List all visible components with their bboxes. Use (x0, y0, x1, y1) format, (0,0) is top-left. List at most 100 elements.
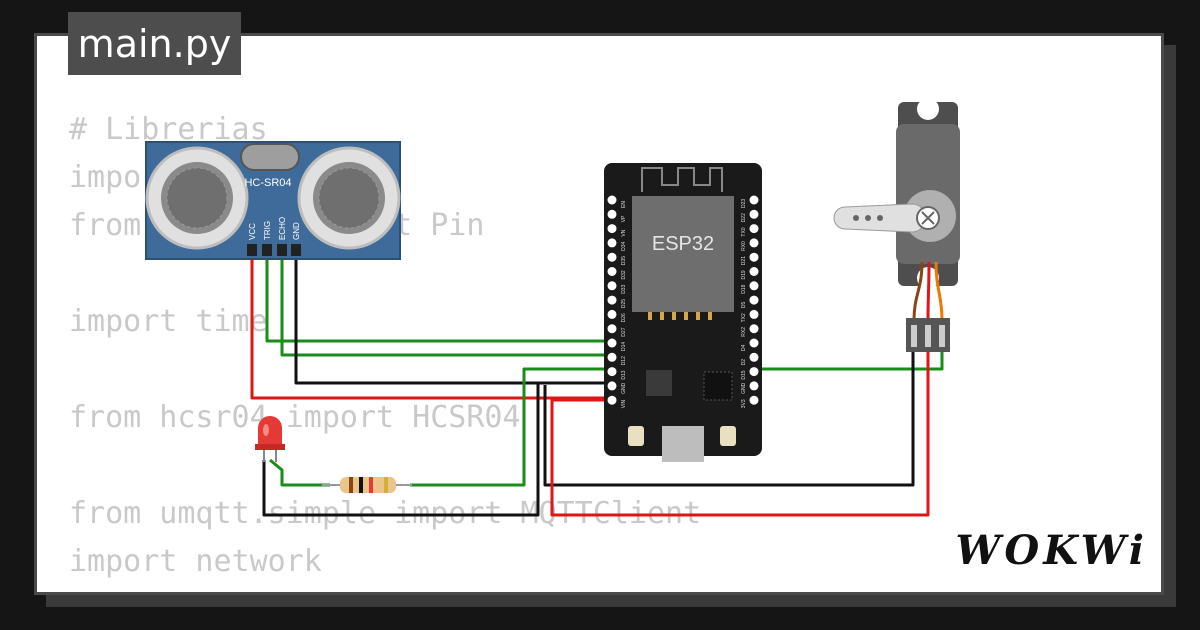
esp32-board[interactable]: ESP32 ENVPVND34D35D32D33D25D26D27D14D12D… (604, 163, 762, 462)
esp32-pin-label: VP (621, 215, 627, 222)
esp32-pin-label: TX2 (741, 313, 747, 322)
esp32-pin-right-rx2[interactable] (749, 324, 759, 334)
esp32-pin-label: D2 (741, 359, 747, 366)
esp32-pin-label: D18 (741, 284, 747, 293)
led[interactable] (255, 416, 285, 462)
esp32-pin-label: D32 (621, 270, 627, 279)
esp32-pin-label: TX0 (741, 227, 747, 236)
esp32-pin-label: RX0 (741, 241, 747, 251)
esp32-pin-label: D12 (621, 356, 627, 365)
button-boot[interactable] (720, 426, 736, 446)
esp32-pin-left-d33[interactable] (607, 281, 617, 291)
esp32-pin-left-d25[interactable] (607, 295, 617, 305)
ultrasonic-sensor[interactable]: HC-SR04 VCC TRIG ECHO GND (145, 141, 401, 260)
esp32-pin-right-gnd[interactable] (749, 381, 759, 391)
file-tab[interactable]: main.py (68, 12, 241, 75)
esp32-pin-right-tx2[interactable] (749, 309, 759, 319)
esp32-pin-label: EN (621, 201, 627, 208)
sensor-pin-label-vcc: VCC (248, 223, 257, 240)
esp32-left-pins: ENVPVND34D35D32D33D25D26D27D14D12D13GNDV… (607, 195, 627, 408)
esp32-pin-right-d2[interactable] (749, 352, 759, 362)
usb-port (662, 426, 704, 462)
esp32-pin-right-d19[interactable] (749, 267, 759, 276)
esp32-right-pins: D23D22TX0RX0D21D19D18D5TX2RX2D4D2D15GND3… (741, 195, 759, 408)
esp32-pin-left-d26[interactable] (607, 309, 617, 319)
esp32-pin-left-vn[interactable] (607, 224, 617, 234)
esp32-pin-left-d13[interactable] (607, 367, 617, 377)
esp32-pin-left-d35[interactable] (607, 252, 617, 262)
esp32-pin-left-d32[interactable] (607, 267, 617, 276)
wire-sensor-gnd[interactable] (294, 255, 612, 385)
esp32-pin-label: D15 (741, 370, 747, 379)
transducer-right (297, 146, 401, 250)
esp32-pin-left-d27[interactable] (607, 324, 617, 334)
esp32-pin-left-vp[interactable] (607, 209, 617, 219)
esp32-pin-label: D4 (741, 344, 747, 351)
esp32-pin-label: D27 (621, 327, 627, 336)
esp32-pin-label: D35 (621, 256, 627, 265)
wokwi-logo: WOKWi (955, 527, 1148, 574)
servo-mount-hole-top (917, 98, 939, 120)
esp32-pin-right-d15[interactable] (749, 367, 759, 377)
esp32-pin-right-d22[interactable] (749, 209, 759, 219)
esp32-pin-left-d34[interactable] (607, 238, 617, 248)
esp32-pin-left-vin[interactable] (607, 395, 617, 405)
esp32-pin-right-d21[interactable] (749, 252, 759, 262)
wire-led-resistor[interactable] (269, 458, 330, 487)
esp32-module (632, 196, 734, 312)
esp32-pin-left-en[interactable] (607, 195, 617, 205)
esp32-pin-right-d5[interactable] (749, 295, 759, 305)
esp32-pin-left-gnd[interactable] (607, 381, 617, 391)
code-line: import time (69, 304, 268, 339)
esp32-pin-left-d14[interactable] (607, 338, 617, 348)
voltage-regulator (646, 370, 672, 396)
esp32-pin-label: D25 (621, 299, 627, 308)
file-tab-label: main.py (77, 21, 232, 66)
esp32-pin-label: D33 (621, 284, 627, 293)
wire-servo-signal[interactable] (756, 350, 944, 371)
esp32-pin-label: D19 (741, 270, 747, 279)
esp32-pin-label: D21 (741, 256, 747, 265)
esp32-pin-right-tx0[interactable] (749, 224, 759, 234)
wires (250, 255, 944, 517)
esp32-pin-left-d12[interactable] (607, 352, 617, 362)
sensor-pin-label-echo: ECHO (278, 217, 287, 240)
esp32-pin-label: D5 (741, 301, 747, 308)
wire-echo[interactable] (280, 255, 612, 357)
esp32-pin-label: D34 (621, 242, 627, 251)
wire-resistor-gpio[interactable] (410, 367, 612, 487)
sensor-pin-label-gnd: GND (292, 222, 301, 240)
esp32-pin-label: RX2 (741, 327, 747, 337)
esp32-pin-label: VIN (621, 399, 627, 408)
servo-cable (912, 261, 944, 321)
servo-motor[interactable] (833, 98, 960, 352)
esp32-pin-label: GND (741, 382, 747, 394)
resistor[interactable] (322, 477, 412, 493)
esp32-pin-right-d23[interactable] (749, 195, 759, 205)
esp32-label: ESP32 (652, 233, 714, 255)
wire-led-gnd[interactable] (262, 383, 540, 517)
esp32-pin-label: VN (621, 229, 627, 236)
wire-servo-vcc[interactable] (550, 350, 930, 517)
transducer-left (145, 146, 249, 250)
wire-servo-gnd[interactable] (543, 350, 915, 487)
crystal-oscillator (240, 143, 300, 171)
button-en[interactable] (628, 426, 644, 446)
esp32-pin-right-3v3[interactable] (749, 395, 759, 405)
sensor-label: HC-SR04 (244, 177, 291, 189)
esp32-pin-right-d4[interactable] (749, 338, 759, 348)
esp32-pin-label: GND (621, 382, 627, 394)
esp32-pin-right-rx0[interactable] (749, 238, 759, 248)
esp32-pin-right-d18[interactable] (749, 281, 759, 291)
esp32-pin-label: D13 (621, 370, 627, 379)
code-line: from hcsr04 import HCSR04 (69, 400, 521, 435)
esp32-pin-label: D22 (741, 213, 747, 222)
antenna-trace (641, 167, 723, 192)
usb-chip (703, 371, 733, 401)
sensor-pin-label-trig: TRIG (263, 221, 272, 240)
wire-trig[interactable] (265, 255, 612, 343)
sensor-pin-headers (247, 244, 301, 256)
wire-sensor-vcc[interactable] (250, 255, 612, 400)
esp32-pin-label: D23 (741, 199, 747, 208)
